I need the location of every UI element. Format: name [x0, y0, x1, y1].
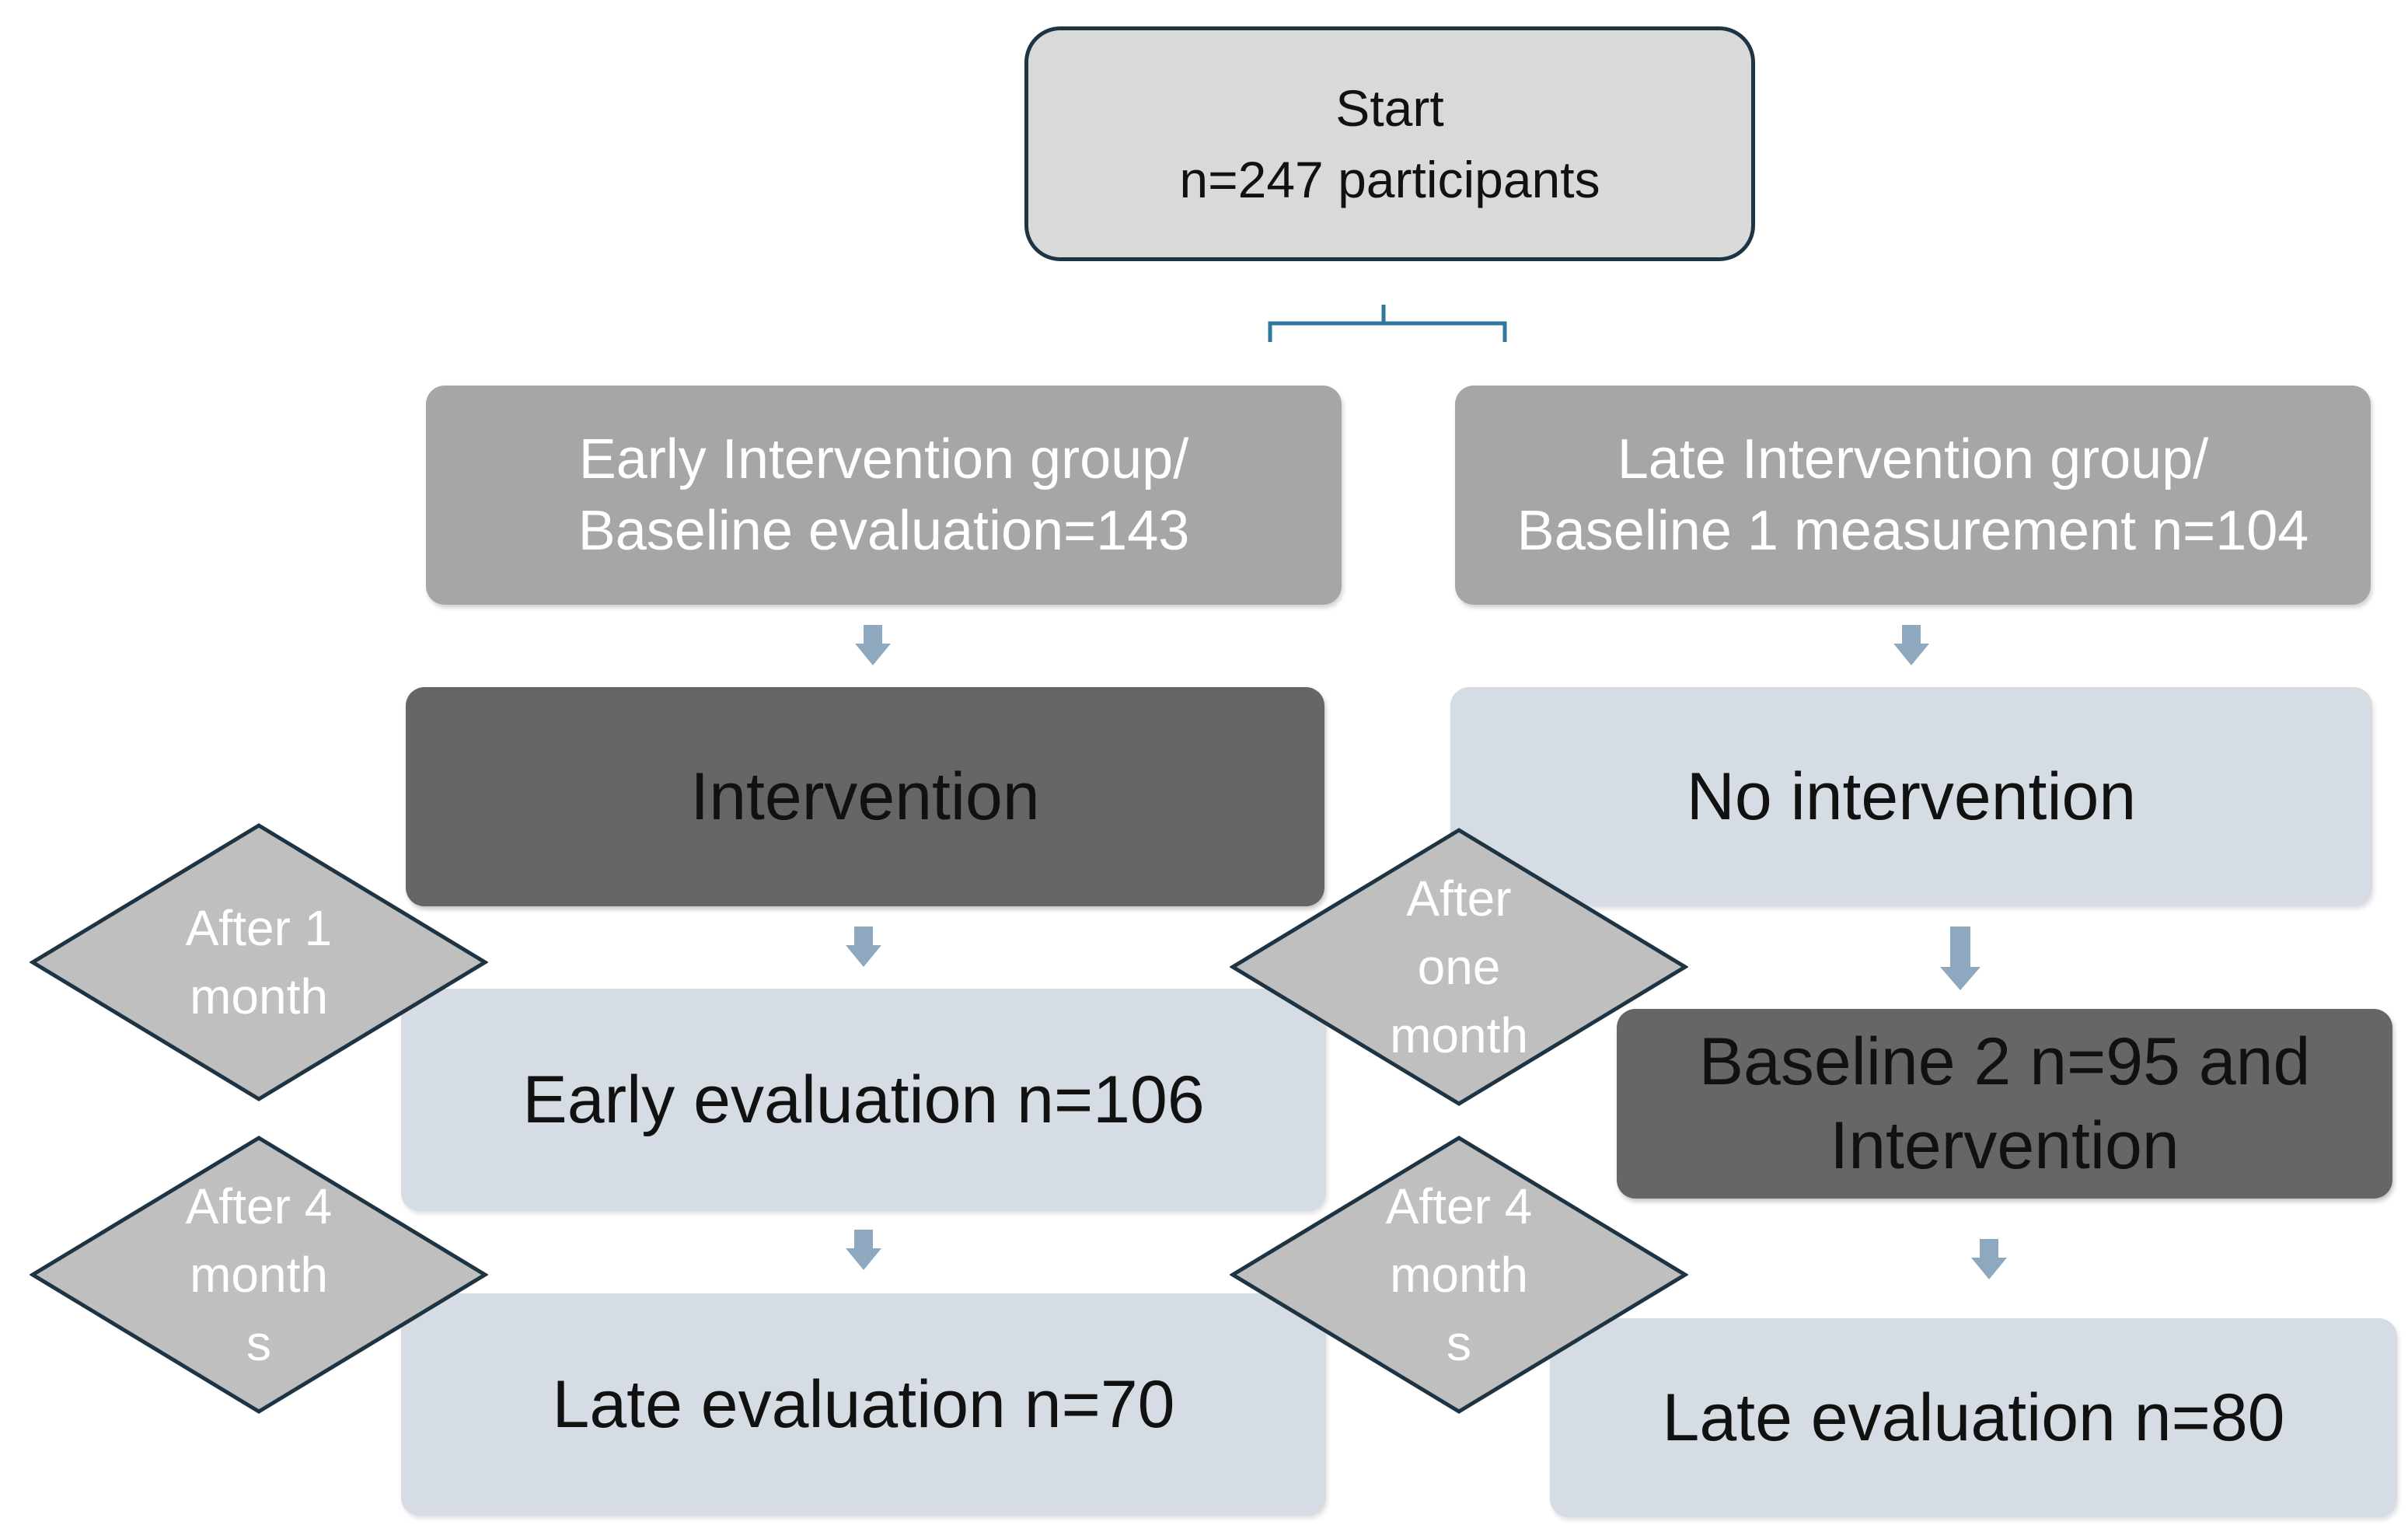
arrow-down-icon — [1893, 625, 1929, 665]
diamond-text-line: month — [190, 1247, 328, 1303]
start-box: Start n=247 participants — [1024, 26, 1755, 261]
split-bracket — [1268, 305, 1507, 342]
participant-count: n=247 participants — [1179, 151, 1600, 208]
early-group-title: Early Intervention group/ — [578, 428, 1189, 490]
late-group-title: Late Intervention group/ — [1617, 428, 2209, 490]
baseline-2-intervention-box: Baseline 2 n=95 and Intervention — [1617, 1009, 2392, 1199]
after-4-months-diamond-right: After 4 month s — [1230, 1135, 1688, 1415]
late-evaluation-label: Late evaluation n=70 — [552, 1367, 1175, 1442]
late-intervention-group-box: Late Intervention group/ Baseline 1 meas… — [1455, 386, 2371, 605]
early-evaluation-label: Early evaluation n=106 — [522, 1063, 1205, 1137]
early-evaluation-box: Early evaluation n=106 — [401, 989, 1326, 1211]
early-intervention-group-box: Early Intervention group/ Baseline evalu… — [426, 386, 1342, 605]
early-group-baseline: Baseline evaluation=143 — [578, 500, 1190, 562]
late-evaluation-label: Late evaluation n=80 — [1662, 1380, 2285, 1455]
start-label: Start — [1335, 79, 1444, 137]
arrow-down-icon — [855, 625, 891, 665]
diamond-text-line: one — [1417, 939, 1501, 995]
baseline-2-label: Baseline 2 n=95 and — [1698, 1024, 2311, 1099]
after-4-months-diamond-left: After 4 month s — [30, 1135, 488, 1415]
no-intervention-label: No intervention — [1686, 759, 2137, 834]
diamond-text-line: After 4 — [1385, 1178, 1533, 1234]
arrow-down-icon — [846, 927, 881, 967]
intervention-label: Intervention — [690, 759, 1040, 834]
arrow-down-icon — [1971, 1239, 2007, 1279]
baseline-2-intervention-label: Intervention — [1830, 1108, 2179, 1183]
diamond-text-line: month — [1390, 1247, 1528, 1303]
late-evaluation-early-group-box: Late evaluation n=70 — [401, 1293, 1326, 1516]
diamond-text-line: s — [246, 1315, 271, 1371]
intervention-box: Intervention — [406, 687, 1324, 906]
after-one-month-diamond: After one month — [1230, 827, 1688, 1107]
late-evaluation-late-group-box: Late evaluation n=80 — [1550, 1318, 2397, 1517]
after-1-month-diamond: After 1 month — [30, 822, 488, 1102]
diamond-text-line: month — [1390, 1007, 1528, 1063]
arrow-down-icon — [846, 1230, 881, 1270]
arrow-down-icon — [1940, 927, 1980, 990]
diamond-text-line: s — [1447, 1315, 1471, 1371]
no-intervention-box: No intervention — [1450, 687, 2372, 906]
diamond-text-line: month — [190, 968, 328, 1024]
diamond-text-line: After 1 — [185, 900, 333, 956]
diamond-text-line: After 4 — [185, 1178, 333, 1234]
diamond-text-line: After — [1406, 871, 1512, 927]
late-group-baseline: Baseline 1 measurement n=104 — [1516, 500, 2309, 562]
